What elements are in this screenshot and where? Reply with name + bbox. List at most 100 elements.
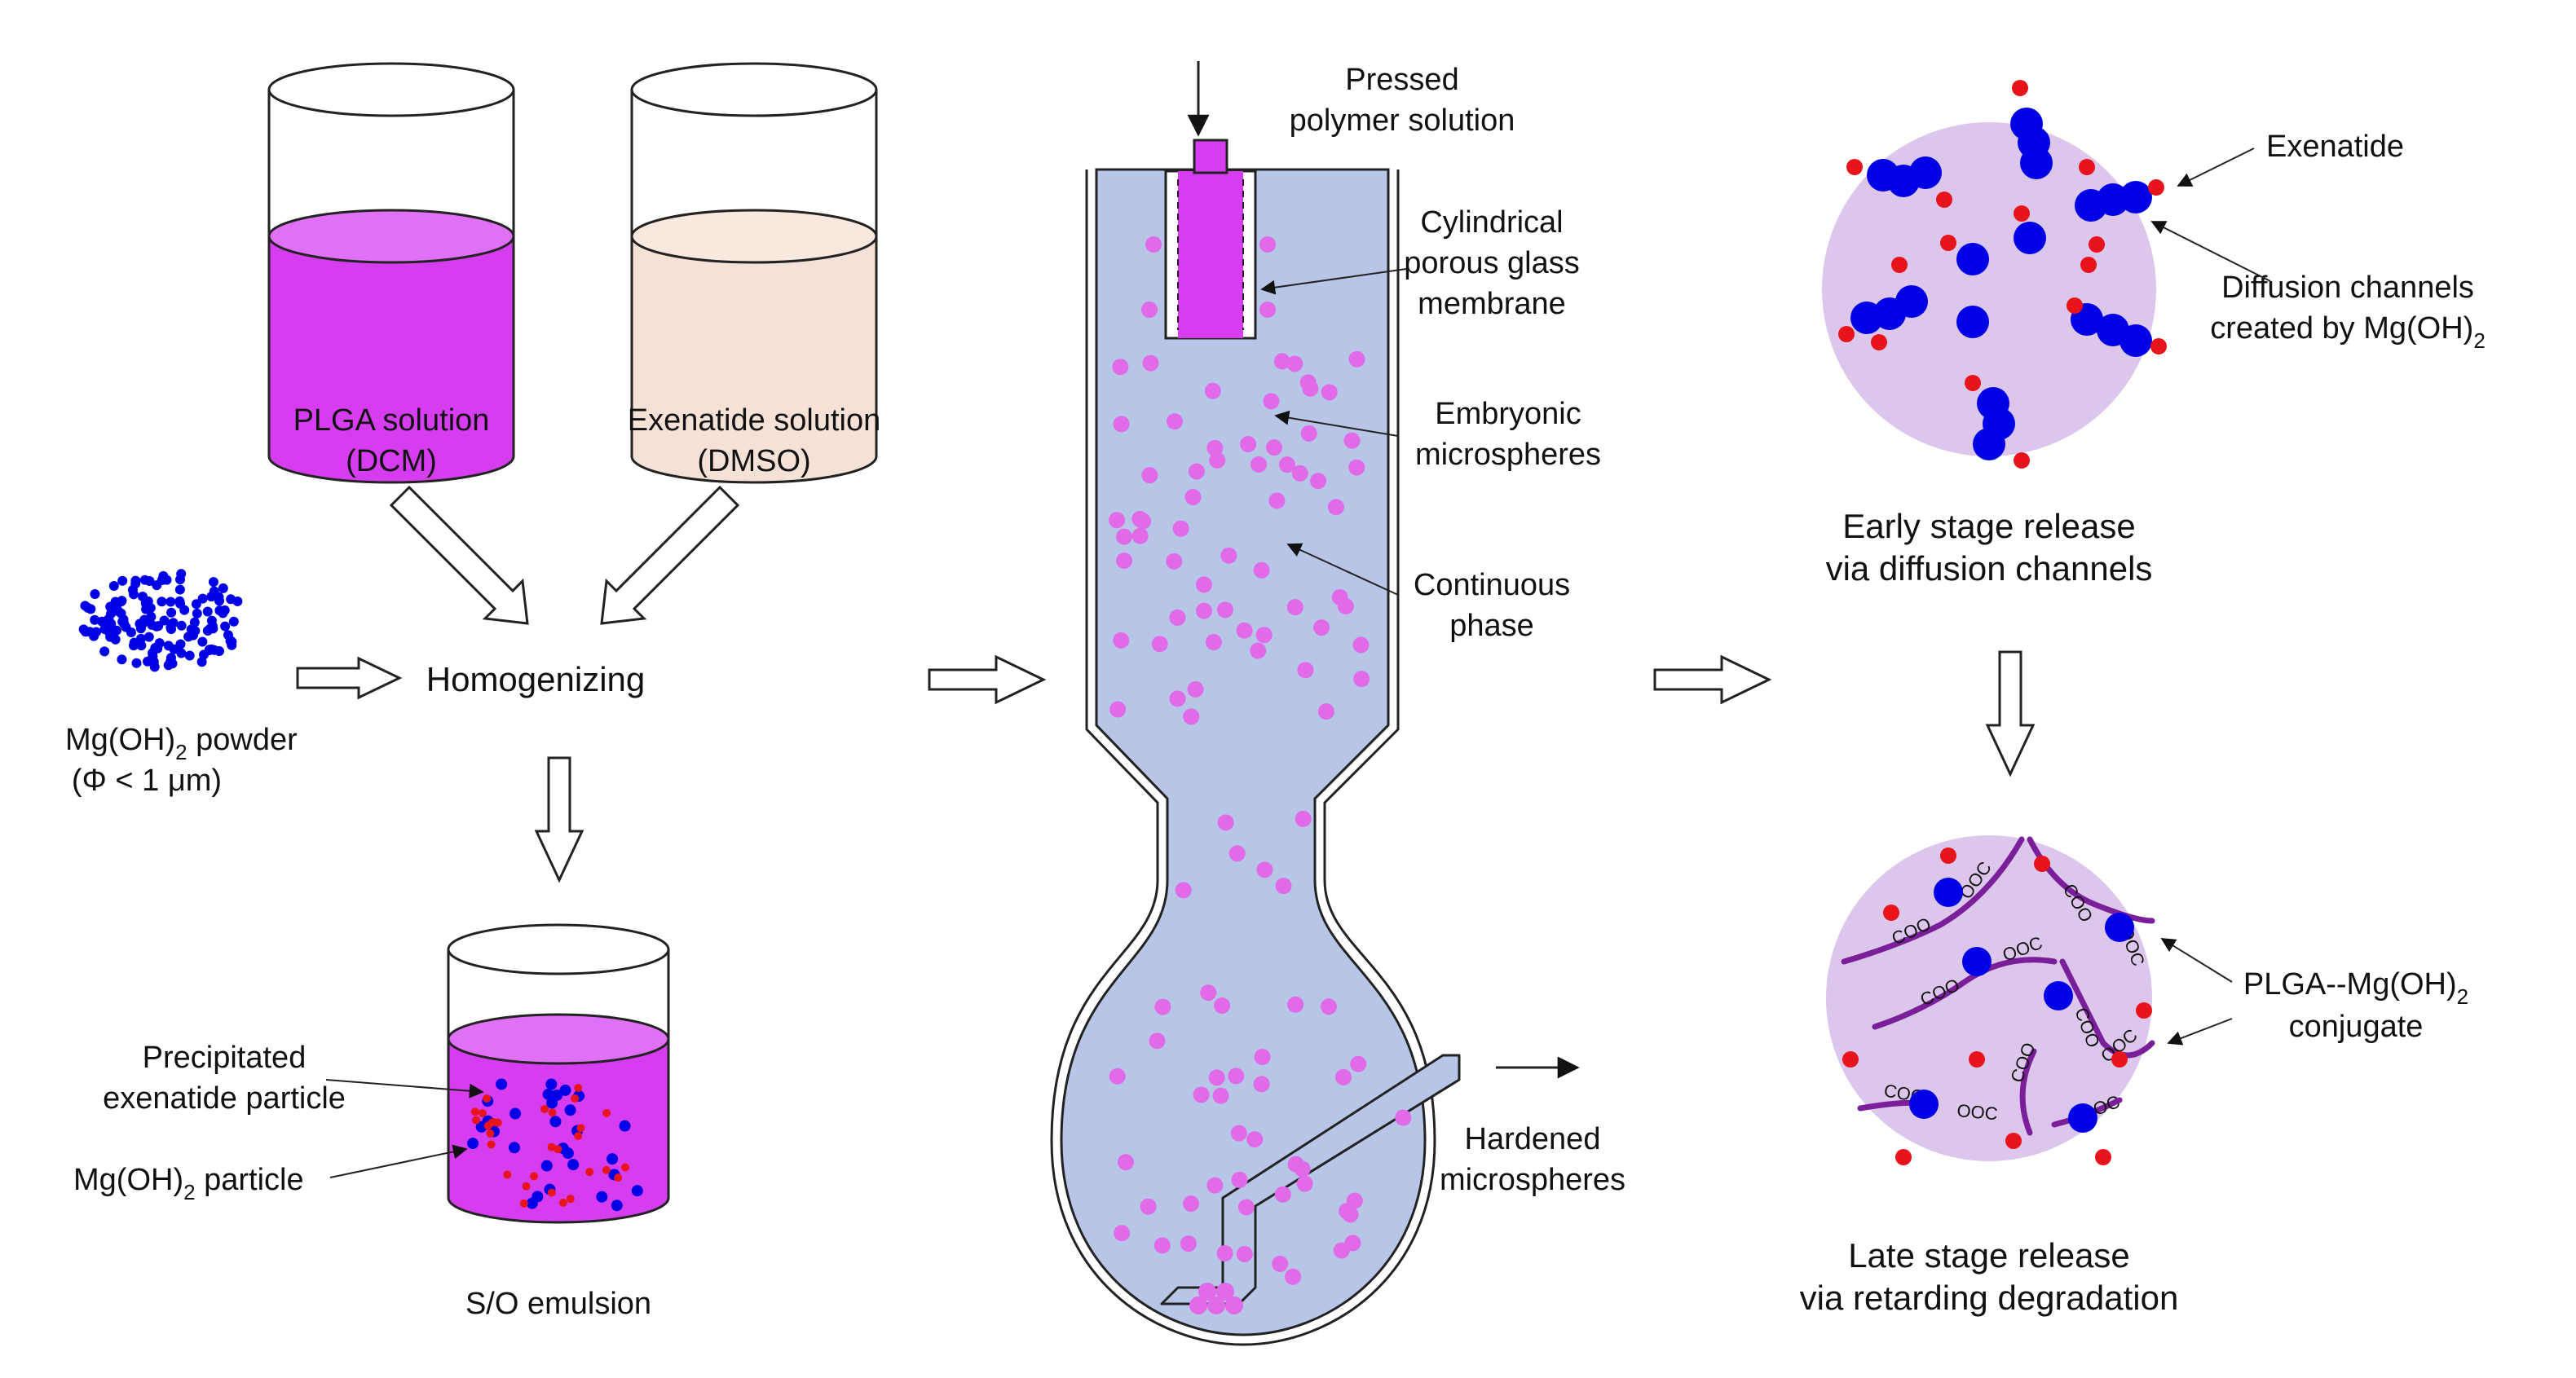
microsphere xyxy=(1333,1242,1350,1259)
powder-particle xyxy=(166,607,177,618)
exenatide-particle xyxy=(2150,338,2167,354)
exenatide-particle xyxy=(493,1118,502,1127)
conjugate-label-line1: PLGA--Mg(OH)2 xyxy=(2243,967,2468,1009)
powder-particle xyxy=(207,621,218,632)
microsphere xyxy=(1205,633,1222,650)
early-stage-particles xyxy=(1838,80,2167,469)
mg-particle xyxy=(508,1142,520,1154)
membrane-polymer-core xyxy=(1178,171,1243,338)
exenatide-particle xyxy=(2012,80,2028,96)
mg-particle xyxy=(1962,947,1992,976)
powder-particle xyxy=(143,596,153,606)
exenatide-particle xyxy=(1940,847,1956,864)
microsphere xyxy=(1193,1086,1210,1103)
microsphere xyxy=(1251,456,1268,473)
hollow-arrow-panel1-to-panel2 xyxy=(928,654,1047,705)
conjugate-pointer-lower xyxy=(2167,1018,2233,1046)
mg-particle xyxy=(551,1089,563,1101)
mg-particle xyxy=(549,1116,562,1128)
microsphere xyxy=(1231,1171,1248,1188)
microsphere xyxy=(1335,1068,1352,1085)
exenatide-particle xyxy=(2148,179,2164,196)
powder-particle xyxy=(150,643,161,654)
microsphere xyxy=(1266,439,1283,456)
mg-particle xyxy=(2068,1103,2097,1133)
exenatide-particle xyxy=(1846,159,1863,175)
channels-label-line2: created by Mg(OH)2 xyxy=(2210,311,2486,353)
conjugate-label-line2: conjugate xyxy=(2289,1010,2424,1044)
microsphere xyxy=(1113,416,1130,433)
mg-particle xyxy=(1973,428,2005,460)
panel-release: Exenatide Diffusion channels created by … xyxy=(1800,80,2486,1317)
powder-particle xyxy=(176,620,187,631)
exenatide-particle xyxy=(2080,257,2097,273)
plga-beaker xyxy=(267,62,515,484)
mg-particle xyxy=(467,1138,479,1150)
exenatide-particle xyxy=(602,1108,611,1117)
exenatide-particle xyxy=(1965,375,1981,391)
membrane-label-line2: porous glass xyxy=(1404,246,1579,280)
exenatide-liquid xyxy=(632,236,876,482)
microsphere xyxy=(1250,642,1267,659)
outlet-tube xyxy=(1160,1054,1461,1305)
powder-particle xyxy=(104,614,114,624)
powder-particle xyxy=(128,589,139,600)
mg-particle xyxy=(540,1160,553,1172)
channels-pointer xyxy=(2150,221,2271,282)
microsphere xyxy=(1246,1131,1264,1148)
mg-particle xyxy=(631,1185,643,1197)
hardened-label-line2: microspheres xyxy=(1440,1163,1625,1197)
powder-particle xyxy=(158,570,169,581)
microsphere xyxy=(1268,492,1286,509)
microsphere xyxy=(1352,636,1370,654)
microsphere xyxy=(1216,1244,1233,1261)
microsphere xyxy=(1141,302,1158,318)
microsphere xyxy=(1204,382,1221,399)
continuous-label-line1: Continuous xyxy=(1414,568,1570,602)
powder-particle xyxy=(202,606,213,617)
microsphere xyxy=(1169,690,1186,707)
mg-particle xyxy=(2119,324,2152,357)
microsphere xyxy=(1141,467,1158,484)
microsphere xyxy=(1253,1076,1270,1093)
microsphere xyxy=(1236,622,1253,639)
exenatide-particle xyxy=(530,1172,539,1181)
exenatide-particle xyxy=(2136,1002,2152,1019)
microsphere xyxy=(1353,671,1370,688)
powder-particle xyxy=(165,597,176,607)
polymer-chain xyxy=(1872,957,2058,1030)
microsphere xyxy=(1272,1255,1289,1272)
polymer-chain xyxy=(2059,958,2155,1059)
microsphere xyxy=(1154,998,1171,1015)
microsphere xyxy=(1166,413,1183,430)
microsphere xyxy=(1206,1177,1224,1194)
microsphere xyxy=(1275,878,1292,895)
microsphere xyxy=(1208,1069,1225,1086)
microsphere xyxy=(1151,636,1168,653)
mg-particle xyxy=(1909,1090,1939,1119)
microsphere xyxy=(1142,354,1159,372)
plga-liquid-surface xyxy=(267,209,515,264)
microsphere xyxy=(1183,1195,1200,1213)
late-stage-caption-line2: via retarding degradation xyxy=(1800,1279,2179,1317)
microsphere xyxy=(1346,1192,1363,1209)
powder-particle xyxy=(175,575,186,585)
microsphere xyxy=(1217,814,1234,831)
exenatide-particle xyxy=(621,1163,630,1172)
powder-particle xyxy=(228,616,239,627)
exenatide-particle xyxy=(1871,334,1887,350)
microsphere xyxy=(1237,1199,1255,1216)
exenatide-particle xyxy=(1936,192,1952,208)
powder-particle xyxy=(174,584,185,595)
powder-particle xyxy=(206,592,217,602)
powder-particle xyxy=(99,624,110,635)
exenatide-particle xyxy=(1883,905,1899,921)
exenatide-particle xyxy=(1969,1051,1985,1068)
powder-particle xyxy=(116,608,126,619)
powder-label-line1: Mg(OH)2 powder xyxy=(65,723,298,764)
powder-particle xyxy=(197,636,208,647)
callout-precipitated-line1: Precipitated xyxy=(143,1041,307,1075)
embryonic-microspheres xyxy=(1109,236,1412,1314)
powder-particle xyxy=(176,648,187,658)
